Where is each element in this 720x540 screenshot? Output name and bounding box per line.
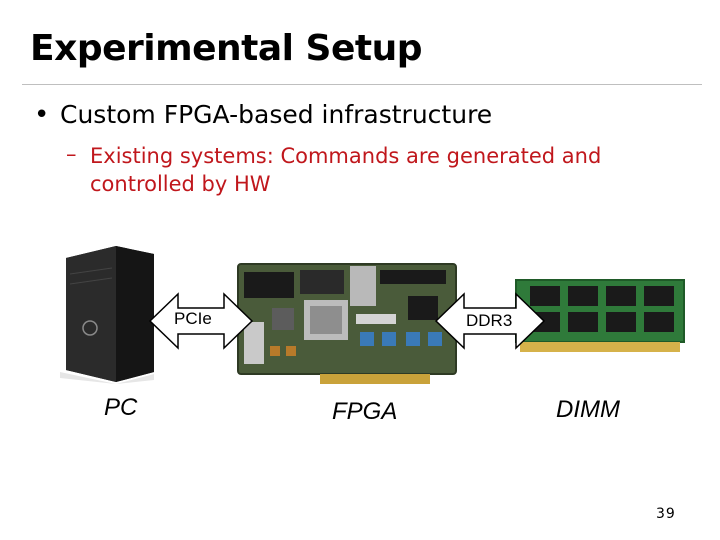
- dimm-module-image: [515, 279, 685, 352]
- pcie-label: PCIe: [174, 309, 212, 328]
- ddr3-link-arrow: [434, 292, 546, 350]
- pc-tower-image: [60, 246, 154, 384]
- page-number: 39: [656, 506, 676, 522]
- fpga-caption: FPGA: [332, 398, 398, 425]
- pcie-link-arrow: [148, 292, 254, 350]
- bullet-marker: •: [34, 100, 50, 130]
- fpga-board-image: [237, 263, 457, 384]
- sub-bullet-marker: –: [66, 142, 77, 166]
- title-divider: [22, 84, 702, 85]
- pc-caption: PC: [104, 394, 138, 421]
- bullet-text: Custom FPGA-based infrastructure: [60, 100, 493, 129]
- sub-bullet-text: Existing systems: Commands are generated…: [90, 144, 602, 196]
- slide-title: Experimental Setup: [30, 28, 422, 69]
- dimm-caption: DIMM: [556, 396, 620, 423]
- ddr3-label: DDR3: [466, 311, 513, 330]
